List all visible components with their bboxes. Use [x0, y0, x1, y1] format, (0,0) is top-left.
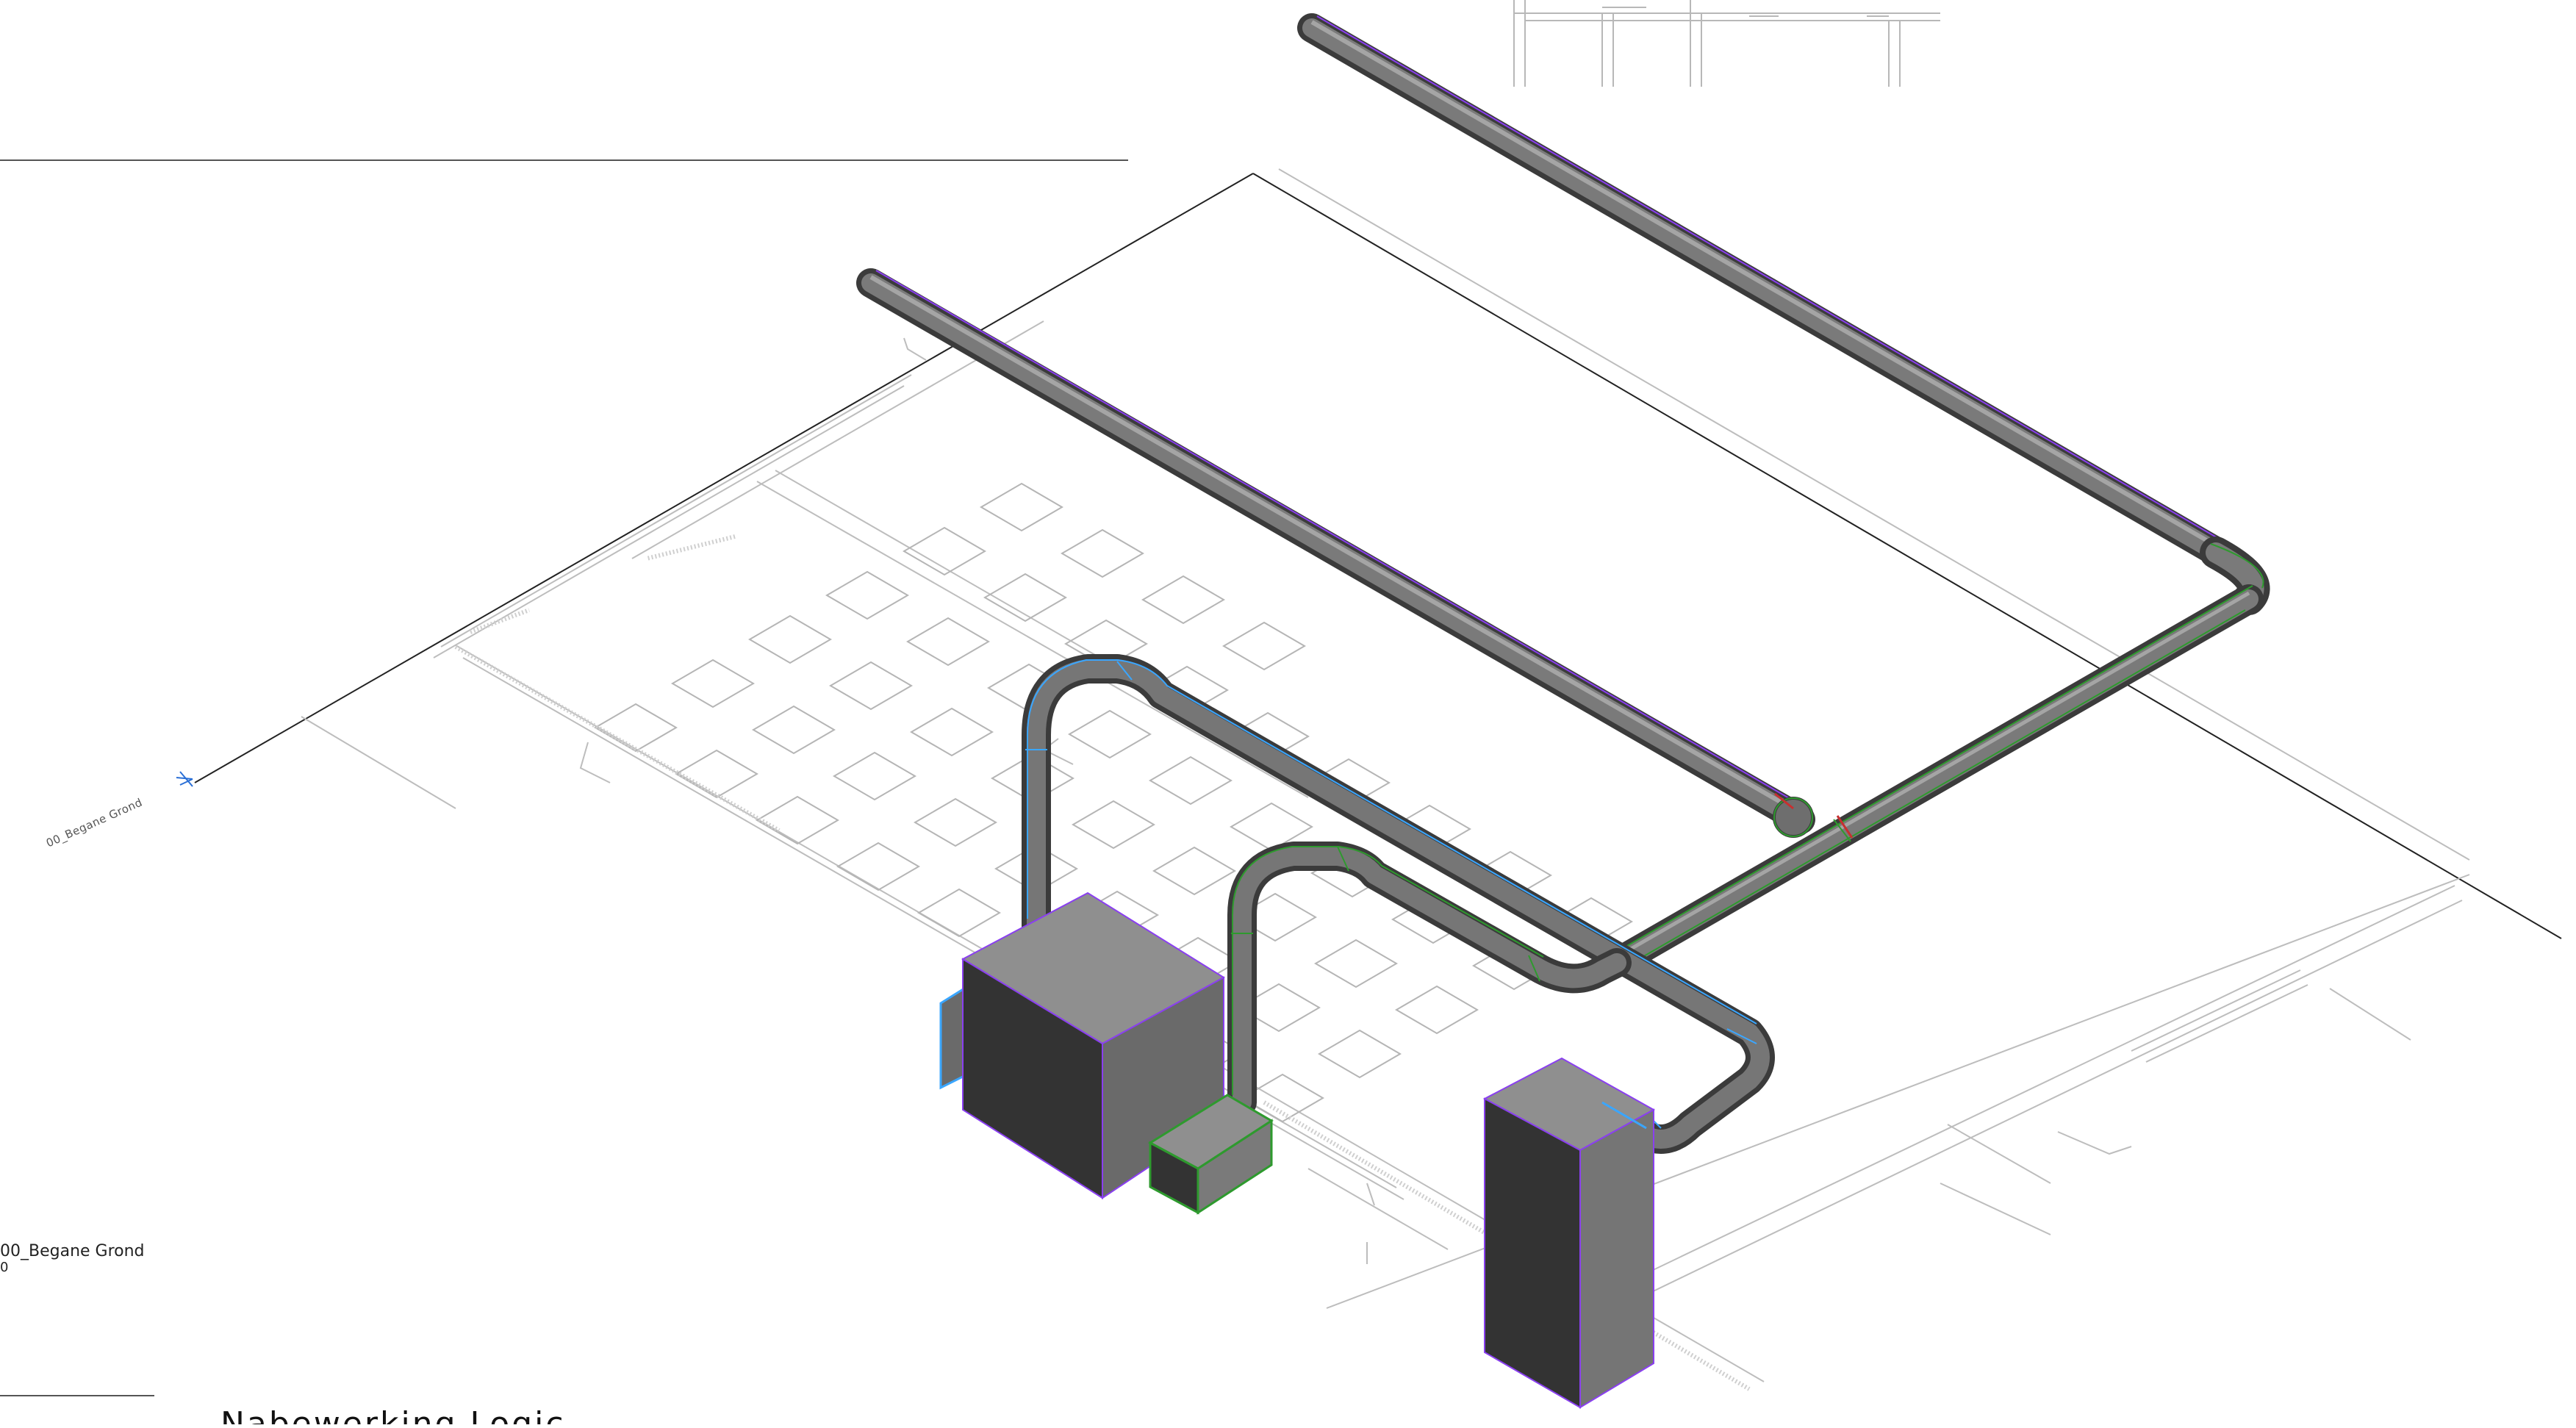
air-handling-unit[interactable] [939, 891, 1274, 1215]
diffuser [833, 751, 916, 801]
return-pipe-main[interactable] [1602, 584, 2264, 977]
tee-fitting[interactable] [1773, 792, 1854, 842]
wall-hatch [454, 534, 1751, 1391]
supply-pipe-lower[interactable] [856, 268, 1815, 834]
diffuser [829, 661, 913, 711]
diffuser [836, 842, 920, 891]
level-line[interactable] [0, 1395, 154, 1396]
diffuser [1061, 528, 1144, 578]
diffuser [914, 797, 997, 847]
diffuser [748, 614, 832, 664]
diffuser [671, 659, 755, 708]
diffuser [980, 482, 1063, 532]
plan-underlay-snippet [1513, 0, 1940, 87]
diffuser [1149, 756, 1233, 806]
diffuser [1068, 709, 1152, 759]
diffuser [1318, 1029, 1402, 1079]
diffuser [752, 705, 836, 755]
diffuser [756, 795, 839, 845]
diffuser [983, 573, 1067, 622]
level-name-label[interactable]: 00_Begane Grond [0, 1242, 145, 1260]
duct-run-green[interactable] [1227, 842, 1632, 1117]
level-elevation-label: 0 [0, 1260, 9, 1275]
diffuser [1222, 621, 1306, 671]
supply-pipe-upper[interactable] [1297, 13, 2249, 577]
diffuser [825, 570, 909, 620]
diffuser [1141, 575, 1225, 625]
diffuser [1395, 985, 1479, 1035]
view-caption: Nabewerking Logic [220, 1405, 566, 1424]
diffuser [675, 749, 758, 799]
duct-run-blue[interactable] [1022, 654, 1775, 1154]
diffuser [910, 707, 994, 757]
diffuser [1314, 939, 1398, 989]
level-head-icon[interactable] [176, 771, 193, 787]
diffuser [917, 888, 1001, 938]
diffuser [906, 617, 990, 667]
diffuser [1072, 800, 1155, 850]
diffuser [1152, 846, 1236, 896]
tall-cabinet-unit[interactable] [1482, 1057, 1656, 1409]
diffuser [594, 703, 678, 753]
diffuser [903, 526, 986, 576]
level-plane-outline [194, 173, 2562, 939]
floor-plan-underlay [301, 168, 2470, 1382]
